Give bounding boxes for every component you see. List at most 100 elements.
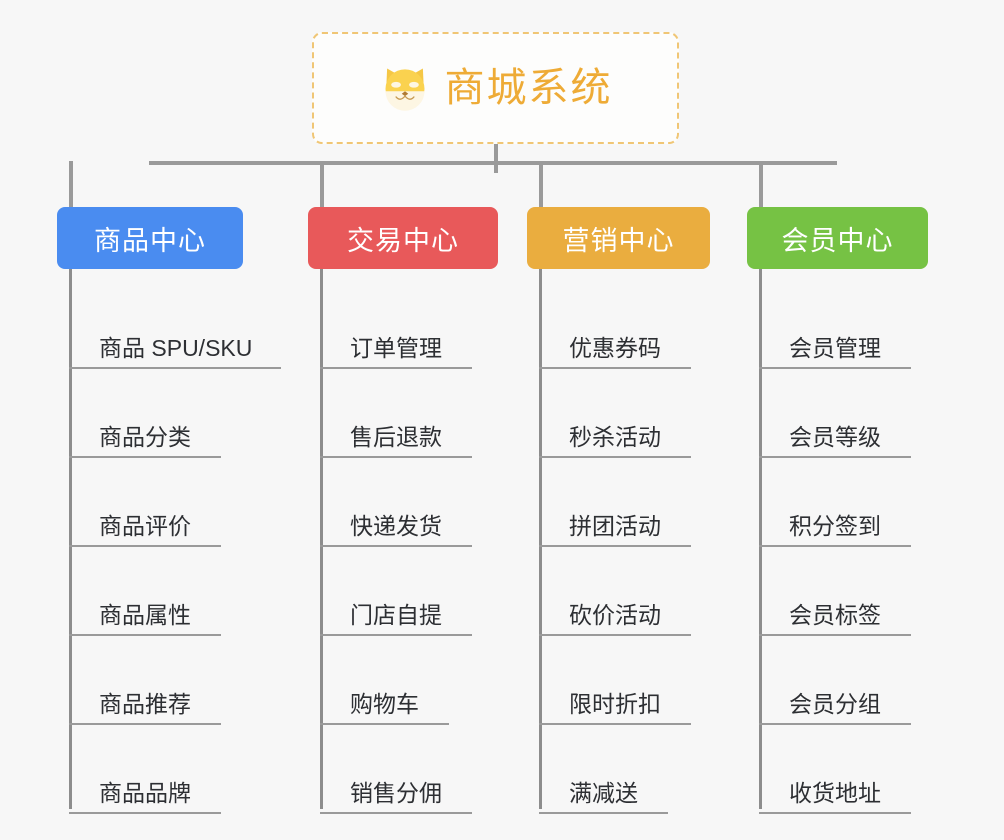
leaf-label: 商品 SPU/SKU	[99, 335, 253, 361]
leaf-item[interactable]: 满减送	[527, 725, 710, 814]
leaf-item[interactable]: 订单管理	[308, 280, 498, 369]
leaf-label: 收货地址	[789, 780, 881, 806]
branch-header-marketing-center[interactable]: 营销中心	[527, 207, 710, 269]
leaf-label: 商品属性	[99, 602, 191, 628]
leaf-label: 砍价活动	[569, 602, 661, 628]
leaf-label: 会员分组	[789, 691, 881, 717]
leaf-underline	[759, 634, 911, 636]
leaf-item[interactable]: 销售分佣	[308, 725, 498, 814]
leaf-underline	[69, 367, 281, 369]
branch-header-label: 会员中心	[781, 225, 894, 256]
leaf-underline	[320, 812, 472, 814]
leaf-item[interactable]: 商品分类	[57, 369, 243, 458]
connector-drop-marketing-center	[539, 161, 543, 208]
leaf-list-trade-center: 订单管理售后退款快递发货门店自提购物车销售分佣	[308, 269, 498, 814]
leaf-underline	[759, 812, 911, 814]
branch-spine-marketing-center	[539, 269, 542, 809]
branch-marketing-center: 营销中心优惠券码秒杀活动拼团活动砍价活动限时折扣满减送	[527, 207, 710, 814]
leaf-label: 秒杀活动	[569, 424, 661, 450]
leaf-label: 会员标签	[789, 602, 881, 628]
leaf-item[interactable]: 秒杀活动	[527, 369, 710, 458]
leaf-underline	[539, 812, 668, 814]
leaf-underline	[69, 723, 221, 725]
leaf-item[interactable]: 拼团活动	[527, 458, 710, 547]
leaf-item[interactable]: 商品品牌	[57, 725, 243, 814]
leaf-item[interactable]: 优惠券码	[527, 280, 710, 369]
leaf-underline	[69, 545, 221, 547]
branch-product-center: 商品中心商品 SPU/SKU 商品分类商品评价商品属性商品推荐商品品牌	[57, 207, 281, 814]
leaf-underline	[69, 634, 221, 636]
leaf-underline	[320, 545, 472, 547]
leaf-label: 会员等级	[789, 424, 881, 450]
connector-drop-trade-center	[320, 161, 324, 208]
leaf-item[interactable]: 砍价活动	[527, 547, 710, 636]
connector-stem	[494, 144, 498, 173]
shiba-dog-face-icon	[379, 62, 431, 114]
leaf-label: 销售分佣	[350, 780, 442, 806]
leaf-underline	[539, 456, 691, 458]
leaf-item[interactable]: 会员管理	[747, 280, 928, 369]
leaf-item[interactable]: 售后退款	[308, 369, 498, 458]
branch-spine-product-center	[69, 269, 72, 809]
leaf-item[interactable]: 会员标签	[747, 547, 928, 636]
leaf-item[interactable]: 限时折扣	[527, 636, 710, 725]
leaf-label: 订单管理	[350, 335, 442, 361]
leaf-underline	[69, 812, 221, 814]
branch-header-trade-center[interactable]: 交易中心	[308, 207, 498, 269]
branch-header-label: 交易中心	[347, 225, 459, 256]
leaf-label: 购物车	[350, 691, 419, 717]
leaf-item[interactable]: 商品评价	[57, 458, 243, 547]
branch-header-label: 商品中心	[94, 225, 206, 256]
leaf-item[interactable]: 购物车	[308, 636, 498, 725]
leaf-underline	[69, 456, 221, 458]
root-title: 商城系统	[444, 66, 613, 110]
leaf-label: 门店自提	[350, 602, 442, 628]
leaf-underline	[759, 367, 911, 369]
branch-spine-trade-center	[320, 269, 323, 809]
leaf-label: 优惠券码	[569, 335, 661, 361]
leaf-underline	[320, 634, 472, 636]
leaf-list-marketing-center: 优惠券码秒杀活动拼团活动砍价活动限时折扣满减送	[527, 269, 710, 814]
leaf-label: 积分签到	[789, 513, 881, 539]
leaf-label: 快递发货	[350, 513, 442, 539]
leaf-underline	[759, 456, 911, 458]
leaf-item[interactable]: 商品属性	[57, 547, 243, 636]
leaf-underline	[539, 367, 691, 369]
leaf-underline	[759, 545, 911, 547]
leaf-label: 商品评价	[99, 513, 191, 539]
leaf-label: 售后退款	[350, 424, 442, 450]
leaf-item[interactable]: 积分签到	[747, 458, 928, 547]
root-node[interactable]: 商城系统	[312, 32, 679, 144]
leaf-item[interactable]: 会员等级	[747, 369, 928, 458]
leaf-label: 商品分类	[99, 424, 191, 450]
leaf-item[interactable]: 门店自提	[308, 547, 498, 636]
connector-drop-product-center	[69, 161, 73, 208]
leaf-label: 限时折扣	[569, 691, 661, 717]
leaf-underline	[320, 723, 449, 725]
leaf-item[interactable]: 商品 SPU/SKU	[57, 280, 281, 369]
leaf-list-product-center: 商品 SPU/SKU 商品分类商品评价商品属性商品推荐商品品牌	[57, 269, 281, 814]
leaf-item[interactable]: 会员分组	[747, 636, 928, 725]
leaf-item[interactable]: 商品推荐	[57, 636, 243, 725]
leaf-label: 满减送	[569, 780, 638, 806]
leaf-underline	[320, 456, 472, 458]
leaf-underline	[320, 367, 472, 369]
leaf-underline	[759, 723, 911, 725]
leaf-label: 拼团活动	[569, 513, 661, 539]
leaf-label: 商品推荐	[99, 691, 191, 717]
leaf-label: 商品品牌	[99, 780, 191, 806]
leaf-item[interactable]: 收货地址	[747, 725, 928, 814]
leaf-underline	[539, 545, 691, 547]
branch-header-product-center[interactable]: 商品中心	[57, 207, 243, 269]
leaf-list-member-center: 会员管理会员等级积分签到会员标签会员分组收货地址	[747, 269, 928, 814]
branch-member-center: 会员中心会员管理会员等级积分签到会员标签会员分组收货地址	[747, 207, 928, 814]
branch-spine-member-center	[759, 269, 762, 809]
connector-horizontal-bar	[149, 161, 837, 165]
leaf-underline	[539, 723, 691, 725]
branch-header-label: 营销中心	[562, 225, 675, 256]
branch-header-member-center[interactable]: 会员中心	[747, 207, 928, 269]
leaf-item[interactable]: 快递发货	[308, 458, 498, 547]
branch-trade-center: 交易中心订单管理售后退款快递发货门店自提购物车销售分佣	[308, 207, 498, 814]
leaf-underline	[539, 634, 691, 636]
